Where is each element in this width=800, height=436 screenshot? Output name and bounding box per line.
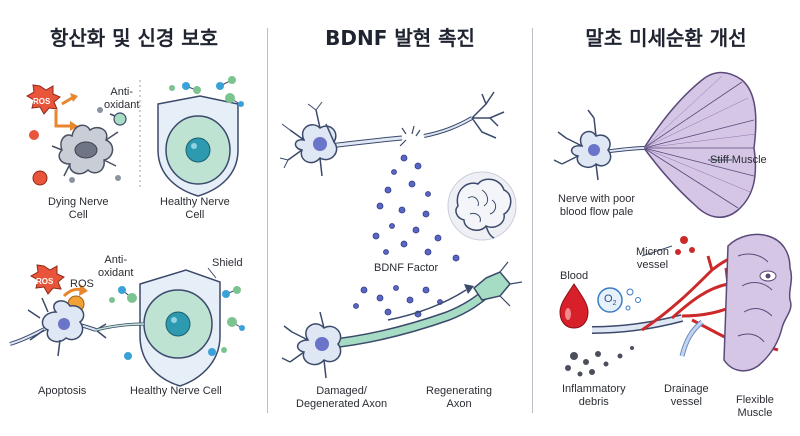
healthy-nerve-cell-bottom (95, 269, 221, 387)
shield-label: Shield (212, 257, 243, 269)
panel-title-antioxidant: 항산화 및 신경 보호 (49, 26, 219, 50)
panel-divider-2 (532, 28, 533, 413)
damaged-axon-label: Damaged/Degenerated Axon (296, 385, 388, 410)
oxygen-bubble-icon (597, 287, 641, 313)
orange-arrow-icon-bottom (62, 284, 88, 298)
red-cells (675, 236, 695, 255)
inflammatory-debris (565, 346, 634, 377)
ros-burst-icon (25, 84, 61, 115)
microcirculation-illustration (553, 71, 793, 377)
antioxidant-molecule-icon (109, 112, 127, 126)
ros-badge-bottom: ROS (36, 277, 54, 286)
bdnf-factor-dots (353, 154, 460, 318)
antioxidant-molecules-bottom (109, 286, 137, 303)
stiff-muscle-label: Stiff Muscle (710, 154, 767, 166)
ros-badge-top: ROS (33, 97, 51, 106)
apoptosis-label: Apoptosis (38, 385, 87, 397)
apoptosis-neuron (9, 297, 107, 357)
growth-arrow-icon (387, 284, 474, 321)
bottom-neuron (281, 261, 523, 379)
flexible-muscle-face (723, 233, 793, 372)
dying-nerve-cell (51, 124, 119, 177)
healthy-nerve-cell-top (157, 95, 239, 197)
ros-label-bottom: ROS (70, 278, 94, 290)
panel-microcirculation: 말초 미세순환 개선 (532, 0, 800, 436)
ros-burst-icon-bottom (29, 264, 65, 295)
blood-drop-icon (559, 283, 589, 329)
pale-nerve (553, 109, 645, 181)
healthy-cell-bottom-label: Healthy Nerve Cell (130, 385, 222, 397)
blood-label: Blood (560, 270, 589, 282)
oxygen-label: O2 (604, 293, 617, 308)
panel-divider (267, 28, 268, 413)
molecules-around-shield (124, 286, 245, 360)
panel-antioxidant: 항산화 및 신경 보호 (0, 0, 268, 436)
antioxidant-label-top: Anti-oxidant (104, 86, 140, 111)
stiff-muscle (643, 71, 757, 218)
brain-icon (447, 171, 517, 241)
bdnf-factor-label: BDNF Factor (374, 262, 439, 274)
drainage-vessel (679, 320, 704, 357)
panel-title-microcirculation: 말초 미세순환 개선 (585, 26, 747, 50)
top-neuron (279, 91, 505, 177)
panel-bdnf: BDNF 발현 촉진 (268, 0, 532, 436)
antioxidant-label-bottom: Anti-oxidant (98, 254, 134, 279)
antioxidant-illustration (9, 76, 245, 387)
bdnf-illustration (279, 91, 523, 379)
panel-title-bdnf: BDNF 발현 촉진 (325, 26, 475, 50)
antioxidant-molecules (169, 76, 244, 107)
orange-arrow-icon (54, 93, 78, 131)
